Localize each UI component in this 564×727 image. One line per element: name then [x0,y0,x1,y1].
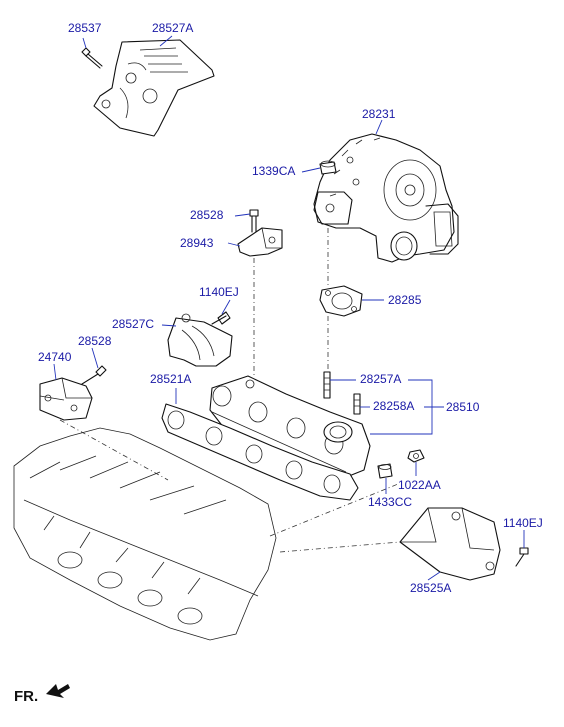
manifold-gasket-28521a[interactable] [161,403,359,501]
heat-shield-28525a[interactable] [399,507,501,581]
stud-28257a[interactable] [323,371,331,399]
label-28528-top[interactable]: 28528 [190,208,224,222]
label-1339ca[interactable]: 1339CA [252,164,296,178]
label-28525a[interactable]: 28525A [410,581,452,595]
label-28537[interactable]: 28537 [68,21,102,35]
engine-cylinder-head [13,427,277,641]
label-1022aa[interactable]: 1022AA [398,478,441,492]
exhaust-manifold-28510[interactable] [209,375,371,479]
label-28527a[interactable]: 28527A [152,21,194,35]
label-1140ej-right[interactable]: 1140EJ [503,516,543,530]
front-direction-arrow-icon [46,684,70,698]
label-28510[interactable]: 28510 [446,400,480,414]
label-1433cc[interactable]: 1433CC [368,495,413,509]
bolt-28528-top[interactable] [249,209,259,233]
stud-28258a[interactable] [353,393,361,415]
label-28285[interactable]: 28285 [388,293,422,307]
bolt-1140ej-top[interactable] [211,311,231,325]
label-28528-left[interactable]: 28528 [78,334,112,348]
label-28943[interactable]: 28943 [180,236,214,250]
turbocharger-28231[interactable] [313,133,459,263]
bolt-28537[interactable] [81,47,103,69]
gasket-28285[interactable] [319,285,363,317]
leader-lines [53,35,525,581]
label-28521a[interactable]: 28521A [150,372,192,386]
bracket-24740[interactable] [39,377,93,421]
label-28258a[interactable]: 28258A [373,399,415,413]
label-28527c[interactable]: 28527C [112,317,155,331]
front-direction-label: FR. [14,688,39,705]
heat-shield-28527c[interactable] [167,313,233,367]
nut-1433cc[interactable] [377,463,393,479]
nut-1339ca[interactable] [319,160,337,175]
bolt-28528-left[interactable] [81,365,107,385]
label-24740[interactable]: 24740 [38,350,72,364]
bolt-1140ej-right[interactable] [515,547,529,567]
label-28257a[interactable]: 28257A [360,372,402,386]
heat-shield-28527a[interactable] [93,39,215,137]
bracket-28943[interactable] [237,227,283,257]
label-28231[interactable]: 28231 [362,107,396,121]
nut-1022aa[interactable] [407,449,425,463]
label-1140ej-top[interactable]: 1140EJ [199,285,239,299]
